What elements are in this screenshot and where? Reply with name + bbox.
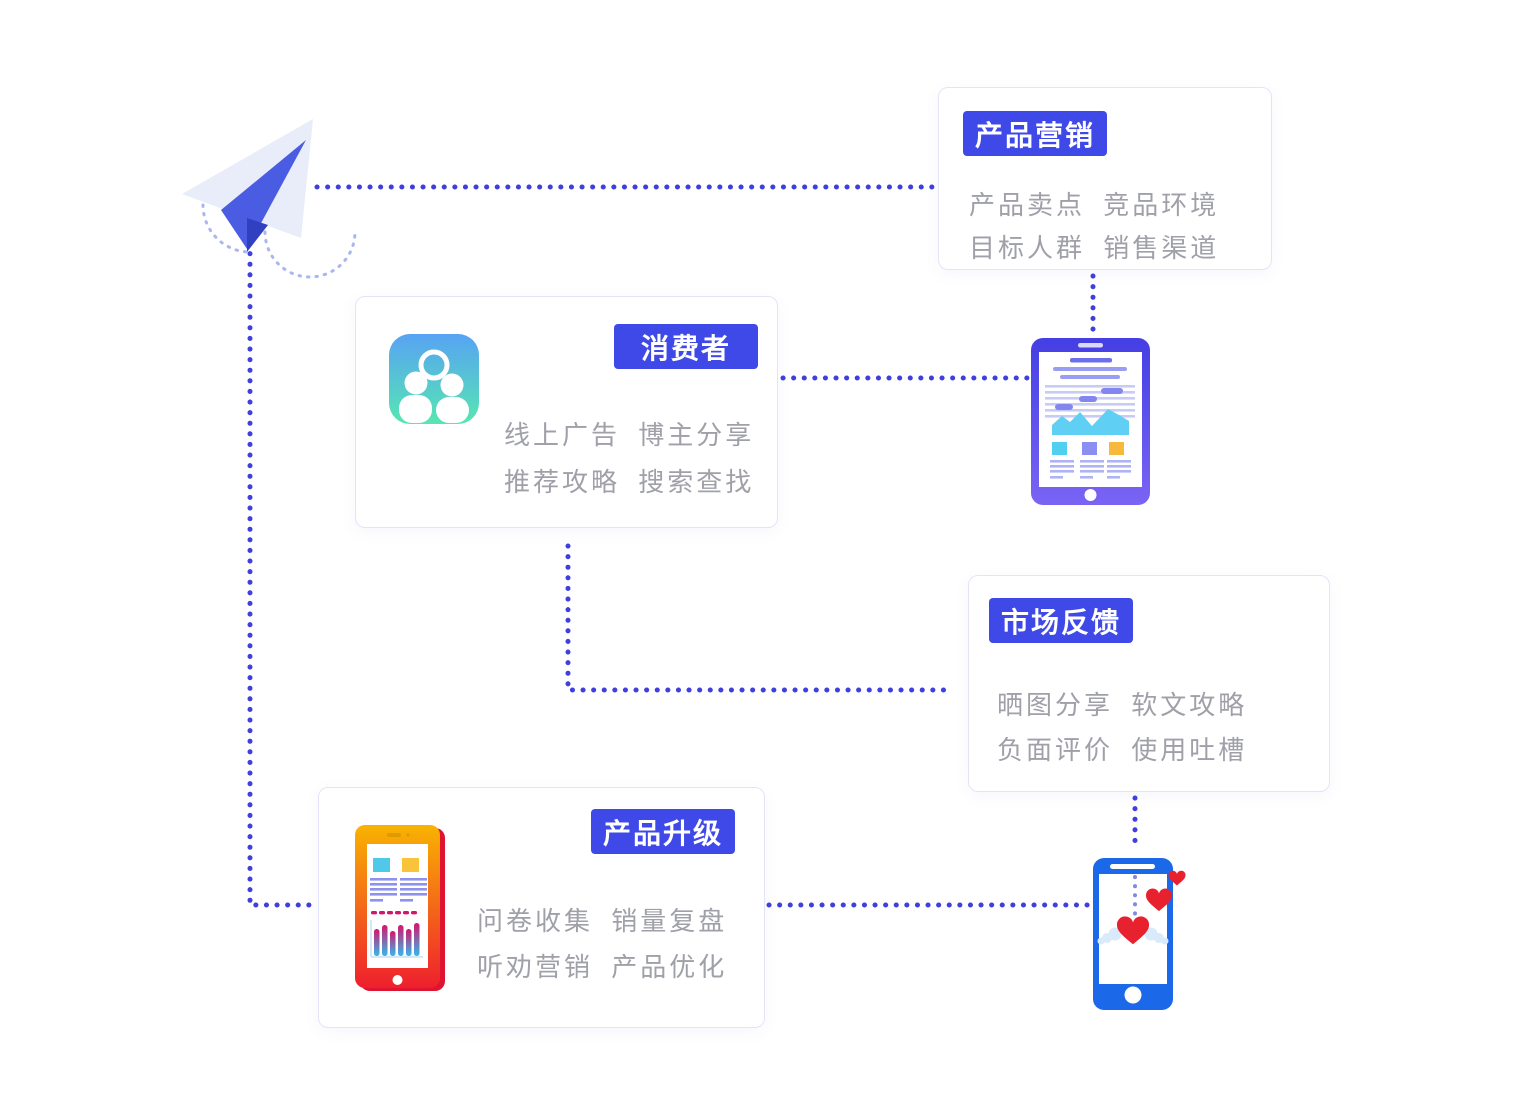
feedback-text-line: 负面评价 使用吐槽 [997, 735, 1248, 765]
phone-survey-icon [355, 825, 445, 991]
phone-likes-icon [1093, 858, 1186, 1010]
heart-large [1116, 916, 1150, 945]
connector-plane-to-upgrade [247, 240, 317, 908]
consumer-title-badge: 消费者 [614, 324, 758, 369]
heart-medium [1145, 888, 1173, 912]
marketing-title-badge: 产品营销 [963, 111, 1107, 156]
feedback-title-badge: 市场反馈 [989, 598, 1133, 643]
heart-wings [1097, 927, 1169, 945]
upgrade-title-badge: 产品升级 [591, 809, 735, 854]
consumer-text-line: 推荐攻略 搜索查找 [504, 467, 755, 497]
marketing-text-line: 目标人群 销售渠道 [969, 233, 1220, 263]
marketing-text-line: 产品卖点 竞品环境 [969, 190, 1220, 220]
card-product-marketing: 产品营销 产品卖点 竞品环境 目标人群 销售渠道 [938, 87, 1272, 270]
card-product-upgrade: 产品升级 问卷收集 销量复盘 听劝营销 产品优化 [318, 787, 765, 1028]
users-icon [389, 334, 479, 424]
consumer-text-line: 线上广告 博主分享 [504, 420, 755, 450]
swirl-trail-large [263, 230, 357, 279]
connector-consumer-to-feedback [565, 543, 953, 693]
swirl-trail-small [201, 203, 252, 254]
paper-plane-icon [182, 119, 313, 252]
upgrade-text-line: 听劝营销 产品优化 [477, 952, 728, 982]
feedback-text-line: 晒图分享 软文攻略 [997, 690, 1248, 720]
tablet-report-icon [1031, 338, 1150, 505]
card-consumer: 消费者 线上广告 博主分享 推荐攻略 搜索查找 [355, 296, 778, 528]
heart-small [1168, 870, 1186, 886]
upgrade-text-line: 问卷收集 销量复盘 [477, 906, 728, 936]
card-market-feedback: 市场反馈 晒图分享 软文攻略 负面评价 使用吐槽 [968, 575, 1330, 792]
